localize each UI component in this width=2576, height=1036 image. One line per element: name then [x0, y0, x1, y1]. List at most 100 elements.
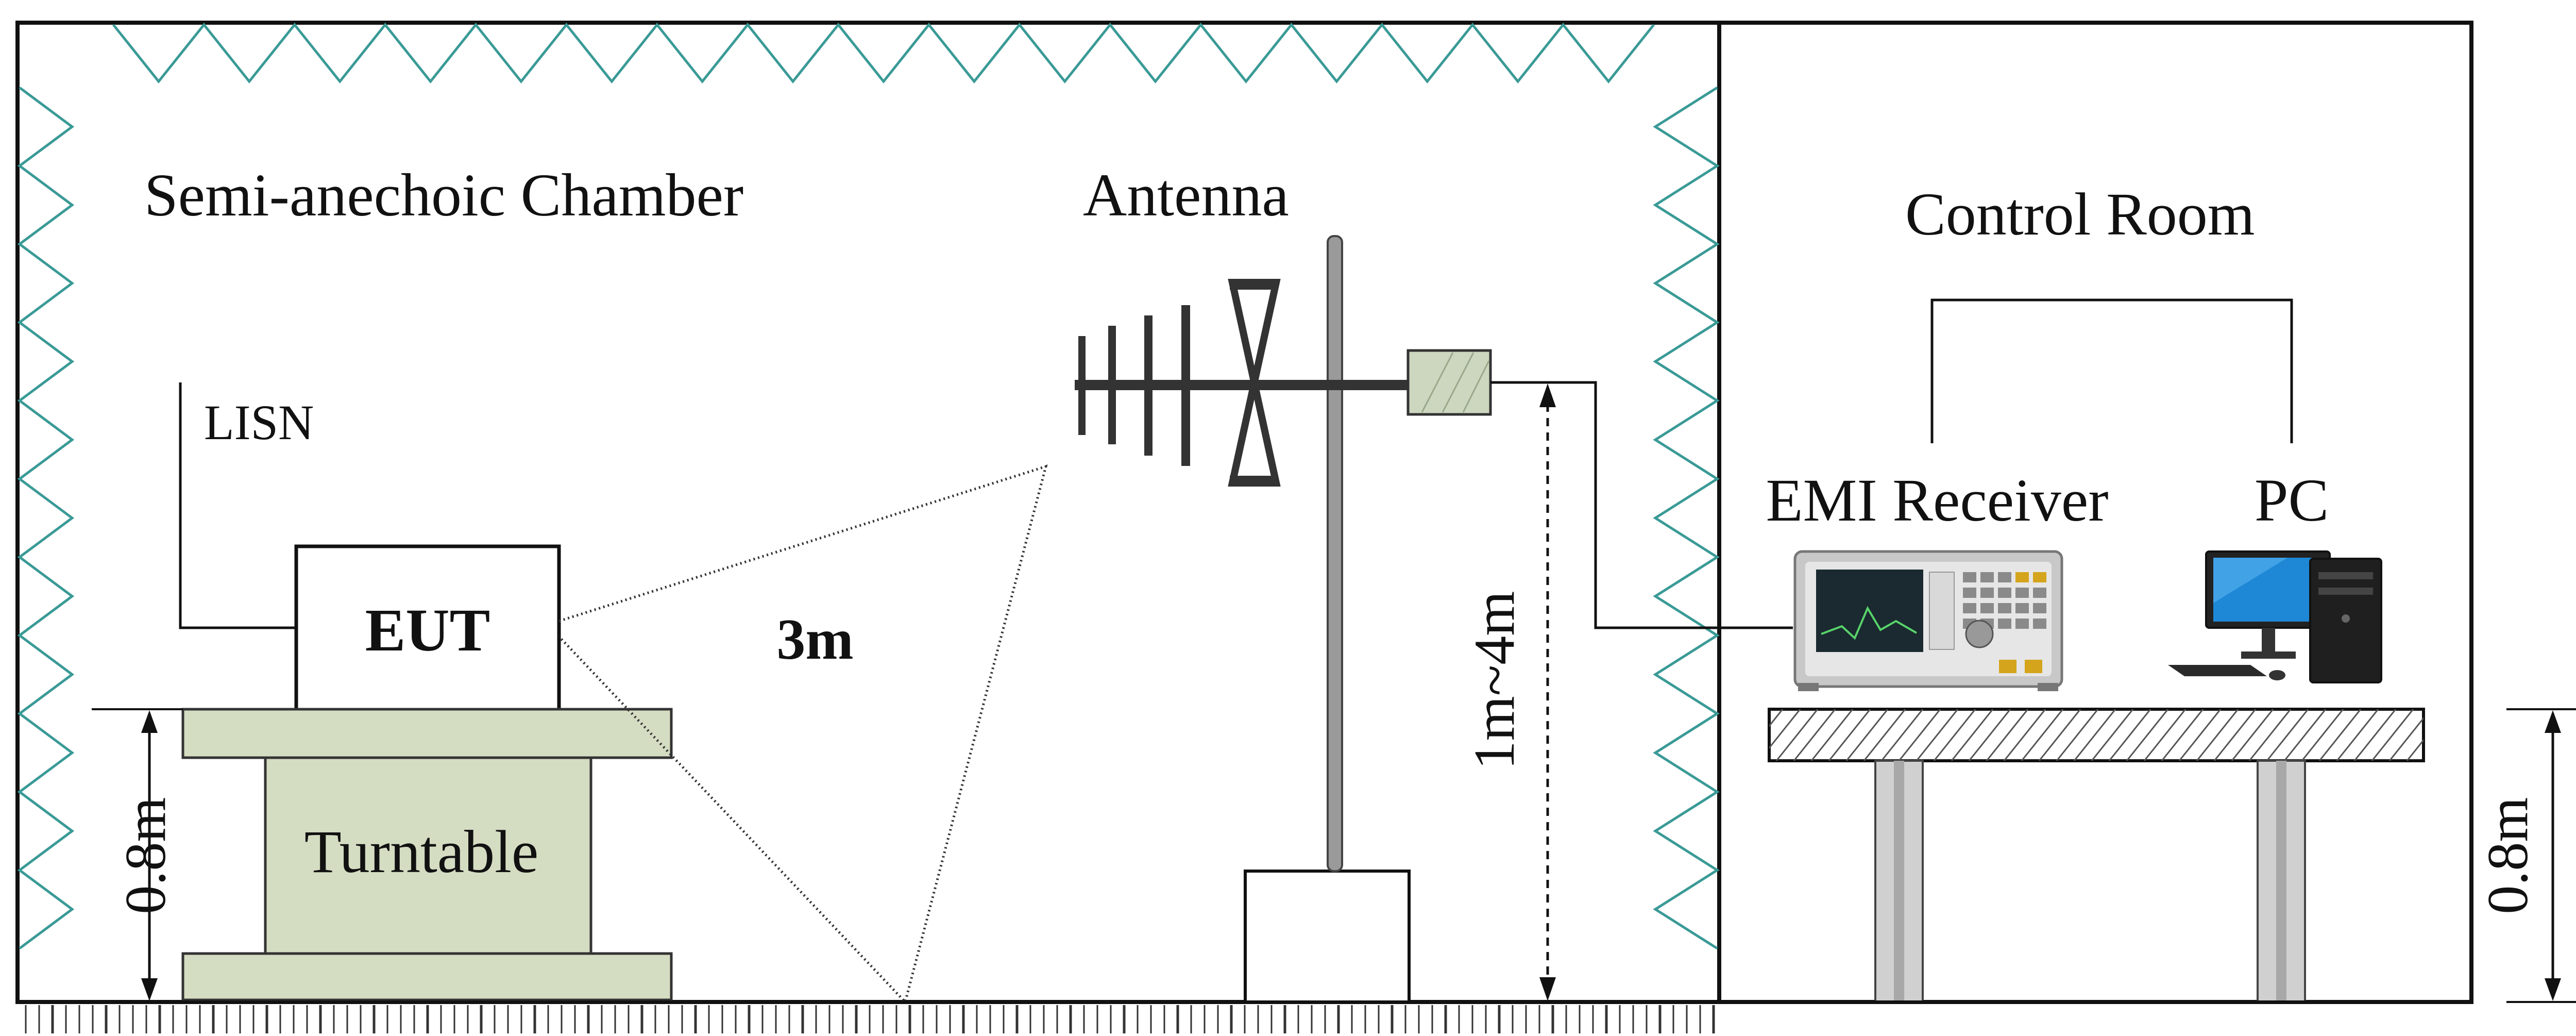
pc-label: PC — [2255, 466, 2329, 534]
right-height-label: 0.8m — [2476, 797, 2540, 914]
control-table — [1768, 708, 2483, 1003]
pc-keyboard — [2168, 665, 2267, 676]
hatch-line — [2388, 717, 2424, 761]
hatch-line — [2442, 709, 2483, 761]
receiver-key — [2015, 603, 2029, 613]
receiver-key — [1980, 603, 1994, 613]
receiver-key — [2033, 603, 2046, 613]
hatch-line — [2196, 709, 2239, 761]
hatch-line — [2353, 709, 2397, 761]
left-height-label: 0.8m — [114, 797, 178, 914]
hatch-line — [1845, 709, 1889, 761]
eut-label: EUT — [365, 596, 490, 664]
receiver-key — [1980, 572, 1994, 582]
distance-label: 3m — [776, 608, 853, 672]
hatch-line — [1769, 709, 1801, 749]
antenna-label: Antenna — [1083, 161, 1289, 229]
receiver-key — [1963, 588, 1976, 598]
receiver-key — [2015, 619, 2029, 629]
absorber-right — [1653, 86, 1720, 950]
receiver-key — [1963, 572, 1976, 582]
receiver-key — [1998, 603, 2011, 613]
hatch-line — [2231, 709, 2274, 761]
antenna-height-label: 1m~4m — [1463, 591, 1527, 770]
antenna-boom — [1075, 380, 1413, 390]
emi-receiver-device — [1793, 550, 2063, 691]
antenna-element-1 — [1078, 336, 1086, 435]
antenna-height-dimension — [1539, 383, 1556, 1001]
control-room-label: Control Room — [1905, 180, 2255, 248]
hatch-line — [1986, 709, 2029, 761]
emi-receiver-keypad — [1963, 572, 2046, 629]
hatch-line — [2301, 709, 2344, 761]
receiver-key — [1998, 619, 2011, 629]
mast-pole — [1327, 235, 1343, 872]
hatch-line — [2213, 709, 2257, 761]
absorber-left — [17, 86, 75, 950]
hatch-line — [1880, 709, 1924, 761]
hatch-line — [2178, 709, 2222, 761]
receiver-key — [1998, 572, 2011, 582]
receiver-key — [2033, 588, 2046, 598]
receiver-key — [1998, 588, 2011, 598]
hatch-line — [2108, 709, 2151, 761]
hatch-line — [1810, 709, 1854, 761]
lisn-label: LISN — [204, 395, 314, 450]
hatch-line — [2248, 709, 2292, 761]
lisn-cable — [179, 382, 296, 629]
turntable-bottom-plate — [181, 952, 673, 1001]
hatch-line — [1951, 709, 1994, 761]
hatch-line — [1898, 709, 1941, 761]
turntable-body — [264, 756, 592, 955]
emi-receiver-label: EMI Receiver — [1766, 466, 2108, 534]
rf-cable — [1490, 381, 1793, 629]
hatch-line — [2266, 709, 2309, 761]
pc-mouse — [2269, 670, 2285, 680]
hatch-line — [2406, 739, 2424, 761]
receiver-key — [2033, 572, 2046, 582]
antenna — [1075, 279, 1413, 487]
receiver-key — [2015, 572, 2029, 582]
hatch-line — [2143, 709, 2187, 761]
hatch-line — [2056, 709, 2099, 761]
hatch-line — [2425, 709, 2466, 761]
hatch-line — [1863, 709, 1906, 761]
control-link — [1930, 298, 2293, 443]
hatch-line — [2073, 709, 2116, 761]
absorber-top — [112, 22, 1655, 84]
hatch-line — [2161, 709, 2204, 761]
absorber-walls — [17, 22, 1720, 950]
hatch-line — [2038, 709, 2081, 761]
pc-device — [2168, 550, 2382, 683]
hatch-line — [1933, 709, 1976, 761]
antenna-element-2 — [1108, 326, 1116, 444]
emi-receiver-knob — [1965, 620, 1994, 648]
receiver-key — [2033, 619, 2046, 629]
mast-base — [1244, 870, 1411, 1004]
receiver-key — [2015, 588, 2029, 598]
hatch-line — [2003, 709, 2046, 761]
receiver-key — [1963, 603, 1976, 613]
hatch-line — [1769, 709, 1784, 727]
antenna-bowtie-bottom — [1230, 476, 1278, 483]
hatch-line — [1968, 709, 2011, 761]
hatch-line — [2126, 709, 2169, 761]
antenna-element-4 — [1181, 305, 1190, 466]
hatch-line — [1828, 709, 1871, 761]
turntable — [181, 708, 673, 1001]
ground-plane — [25, 1005, 1715, 1033]
table-top — [1768, 708, 2425, 762]
hatch-line — [1793, 709, 1836, 761]
receiver-key — [1980, 588, 1994, 598]
antenna-element-3 — [1144, 315, 1153, 456]
hatch-line — [2371, 709, 2414, 761]
hatch-line — [2318, 709, 2362, 761]
turntable-top-plate — [181, 708, 673, 759]
left-height-dimension — [92, 708, 183, 1001]
table-top-hatching — [1769, 709, 2483, 761]
distance-lines — [558, 464, 1048, 1005]
hatch-line — [2021, 709, 2064, 761]
hatch-line — [2283, 709, 2327, 761]
